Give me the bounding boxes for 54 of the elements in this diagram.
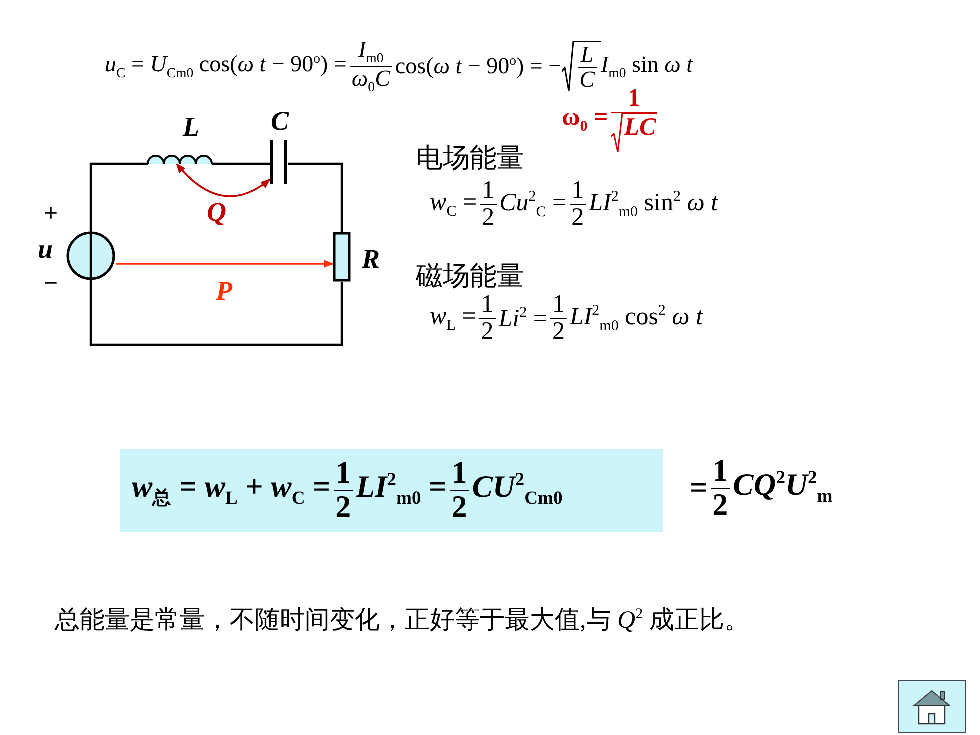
section-heading: 电场能量 bbox=[416, 142, 524, 175]
formula-text: u$_{C}$ = U$_{Cm0}$ cos(ω t − 90$^{o}$) = bbox=[105, 51, 347, 82]
component-label: u bbox=[38, 234, 54, 265]
formula-text: I$_{m0}$ sin ω t bbox=[600, 52, 694, 82]
fraction-numerator: 1 bbox=[479, 292, 496, 320]
fraction-denominator-text: LC bbox=[624, 114, 656, 142]
formula-text: LI$^{2}$$_{m0}$ = bbox=[356, 469, 447, 511]
fraction-denominator: 2 bbox=[570, 205, 586, 232]
wire bbox=[90, 281, 344, 346]
fraction-numerator: 1 bbox=[334, 457, 354, 491]
section-heading: 磁场能量 bbox=[416, 260, 524, 293]
fraction-numerator: 1 bbox=[611, 86, 658, 114]
formula-text: LI$^{2}$$_{m0}$ sin$^{2}$ ω t bbox=[589, 188, 718, 221]
component-label: L bbox=[183, 112, 200, 143]
fraction-numerator: 1 bbox=[550, 292, 567, 320]
fraction-numerator: 1 bbox=[570, 178, 586, 206]
wire bbox=[212, 162, 270, 166]
formula-text: w$_{C}$ = bbox=[430, 188, 478, 221]
fraction-denominator: 2 bbox=[712, 488, 730, 522]
fraction-denominator: 2 bbox=[481, 205, 496, 232]
formula-text: LI$^{2}$$_{m0}$ cos$^{2}$ ω t bbox=[570, 302, 704, 335]
fraction-denominator: ω$_{0}$C bbox=[350, 67, 392, 96]
fraction-denominator: 2 bbox=[334, 490, 352, 524]
formula-text: Cu$^{2}$$_{C}$ = bbox=[500, 188, 567, 221]
fraction-numerator: L bbox=[578, 42, 597, 68]
arrow bbox=[176, 163, 271, 198]
capacitor-symbol bbox=[270, 140, 288, 184]
inductor-symbol bbox=[148, 154, 212, 164]
formula-text: cos(ω t − 90$^{o}$) = − bbox=[395, 53, 562, 80]
formula-text: Li$^{2}$ = bbox=[498, 304, 548, 333]
wire bbox=[90, 162, 148, 231]
fraction-denominator: 2 bbox=[480, 319, 495, 346]
resistor-symbol bbox=[333, 232, 351, 282]
formula-text: = bbox=[690, 470, 708, 506]
polarity-sign: − bbox=[44, 270, 58, 298]
edge-label: Q bbox=[207, 197, 226, 228]
fraction-numerator: 1 bbox=[710, 455, 730, 489]
wire bbox=[288, 162, 344, 232]
formula-box bbox=[120, 449, 663, 532]
fraction-numerator: 1 bbox=[480, 178, 497, 206]
component-label: R bbox=[362, 244, 380, 275]
conclusion-text: 总能量是常量，不随时间变化，正好等于最大值,与 Q$^{2}$ 成正比。 bbox=[55, 606, 750, 636]
fraction-denominator: 2 bbox=[450, 490, 468, 524]
formula-text: ω$_{0}$ = bbox=[562, 104, 608, 136]
component-label: C bbox=[271, 106, 290, 137]
voltage-source-symbol bbox=[66, 231, 116, 281]
formula-text: w$_{总}$ = w$_{L}$ + w$_{C}$ = bbox=[132, 468, 331, 512]
fraction-denominator: C bbox=[578, 68, 596, 92]
fraction-denominator: 2 bbox=[551, 319, 566, 346]
fraction-numerator: 1 bbox=[450, 457, 470, 491]
arrow bbox=[116, 260, 334, 268]
polarity-sign: + bbox=[44, 200, 58, 228]
formula-text: w$_{L}$ = bbox=[430, 302, 476, 335]
fraction-numerator: I$_{m0}$ bbox=[350, 38, 392, 68]
